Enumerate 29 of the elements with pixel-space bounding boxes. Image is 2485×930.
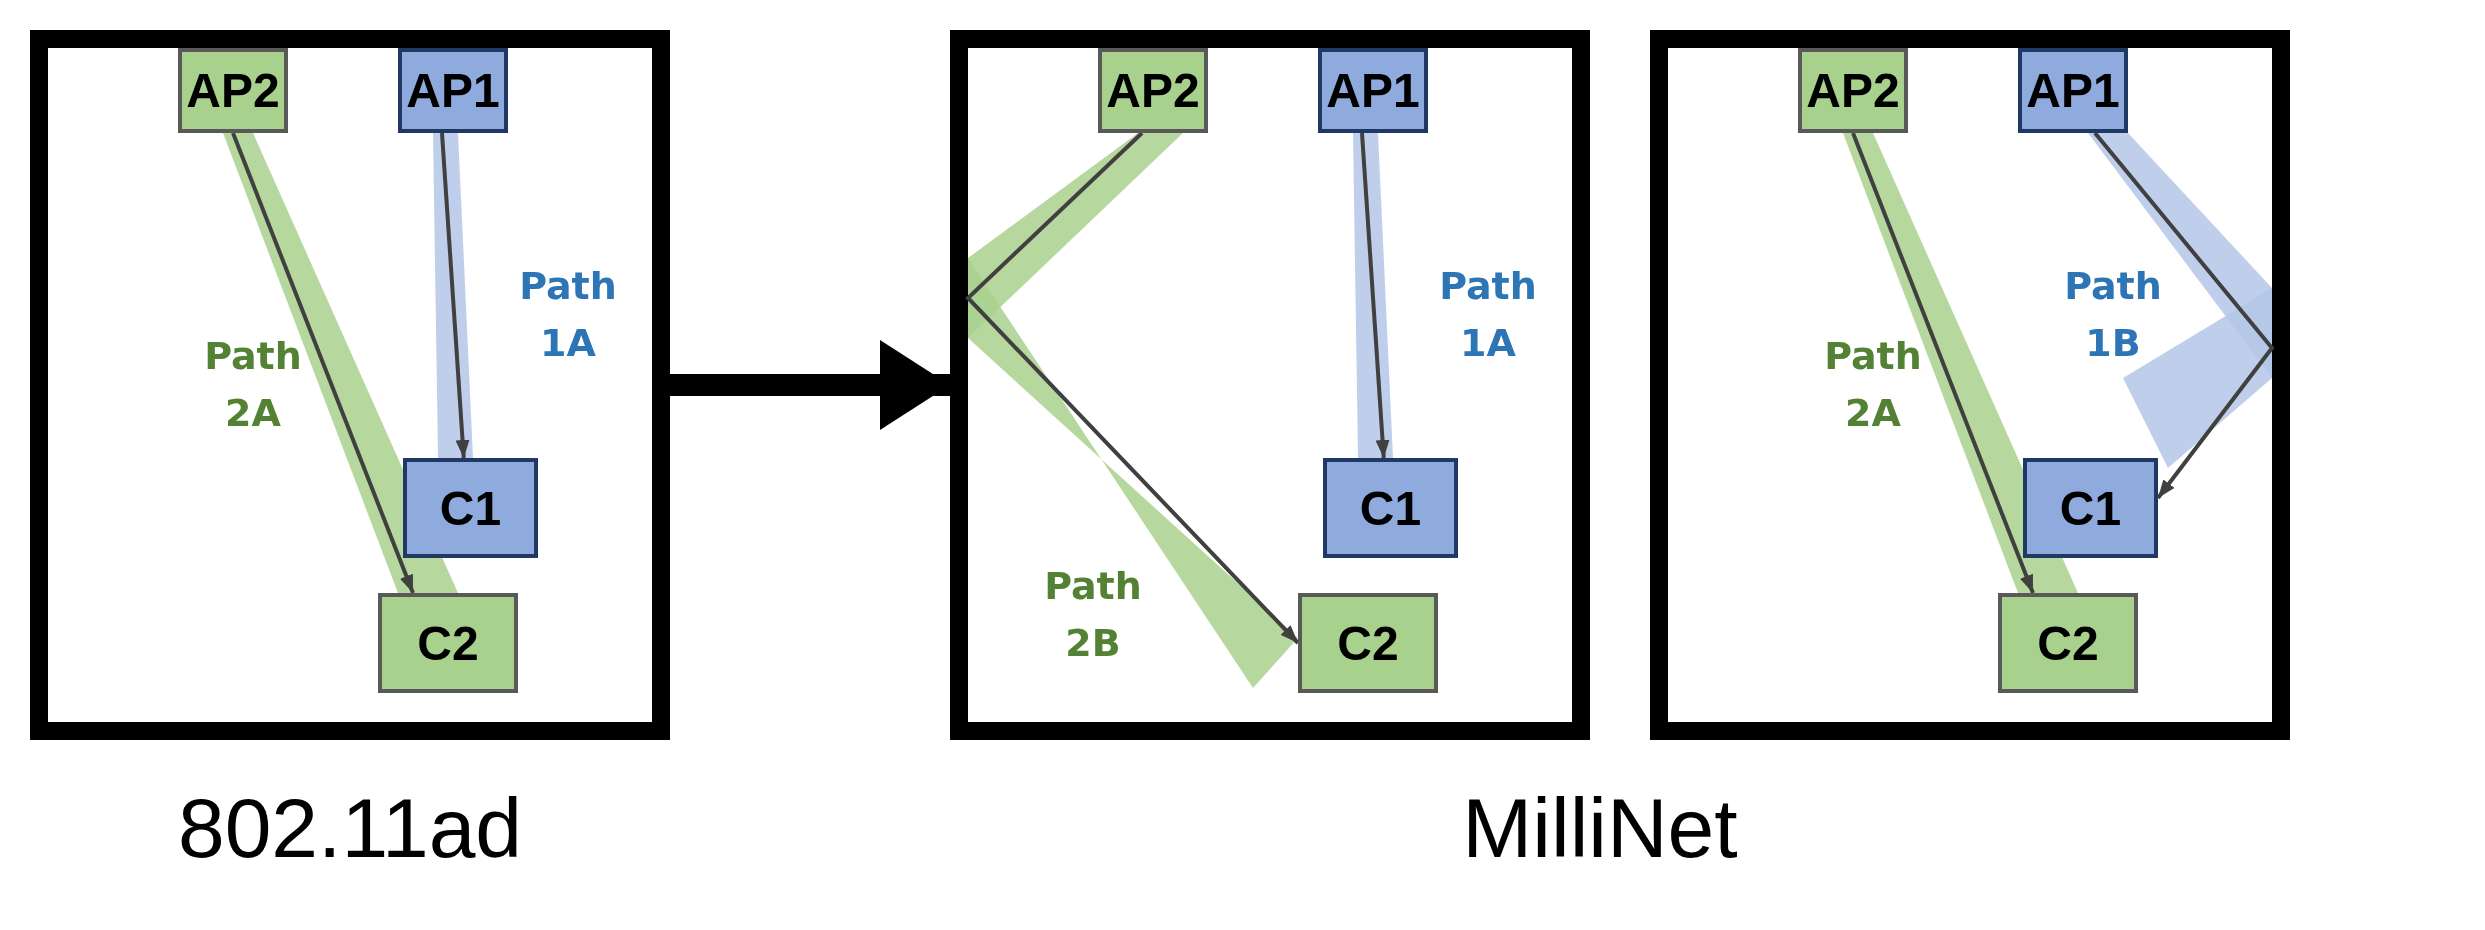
beam-arrow bbox=[965, 131, 1300, 688]
beam-arrow bbox=[433, 132, 473, 459]
station-box: C1 bbox=[2023, 458, 2158, 558]
station-box: AP2 bbox=[1098, 48, 1208, 133]
path-label: Path 1A bbox=[518, 263, 618, 367]
beam-arrow bbox=[2088, 131, 2275, 500]
room-outline bbox=[1650, 30, 2290, 740]
station-box: AP1 bbox=[2018, 48, 2128, 133]
station-box: C2 bbox=[1298, 593, 1438, 693]
beam-arrow bbox=[1843, 132, 2078, 594]
station-box: C2 bbox=[378, 593, 518, 693]
caption-label: MilliNet bbox=[1462, 780, 1738, 877]
station-box: C1 bbox=[403, 458, 538, 558]
station-box: AP2 bbox=[1798, 48, 1908, 133]
station-box: C2 bbox=[1998, 593, 2138, 693]
caption-label: 802.11ad bbox=[177, 780, 523, 877]
beam-arrow bbox=[1353, 132, 1393, 459]
path-label: Path 2B bbox=[1043, 563, 1143, 667]
arrow bbox=[670, 340, 950, 430]
room-outline bbox=[950, 30, 1590, 740]
room-outline bbox=[30, 30, 670, 740]
path-label: Path 2A bbox=[203, 333, 303, 437]
path-label: Path 1A bbox=[1438, 263, 1538, 367]
path-label: Path 2A bbox=[1823, 333, 1923, 437]
path-label: Path 1B bbox=[2063, 263, 2163, 367]
station-box: AP2 bbox=[178, 48, 288, 133]
station-box: AP1 bbox=[398, 48, 508, 133]
station-box: C1 bbox=[1323, 458, 1458, 558]
station-box: AP1 bbox=[1318, 48, 1428, 133]
